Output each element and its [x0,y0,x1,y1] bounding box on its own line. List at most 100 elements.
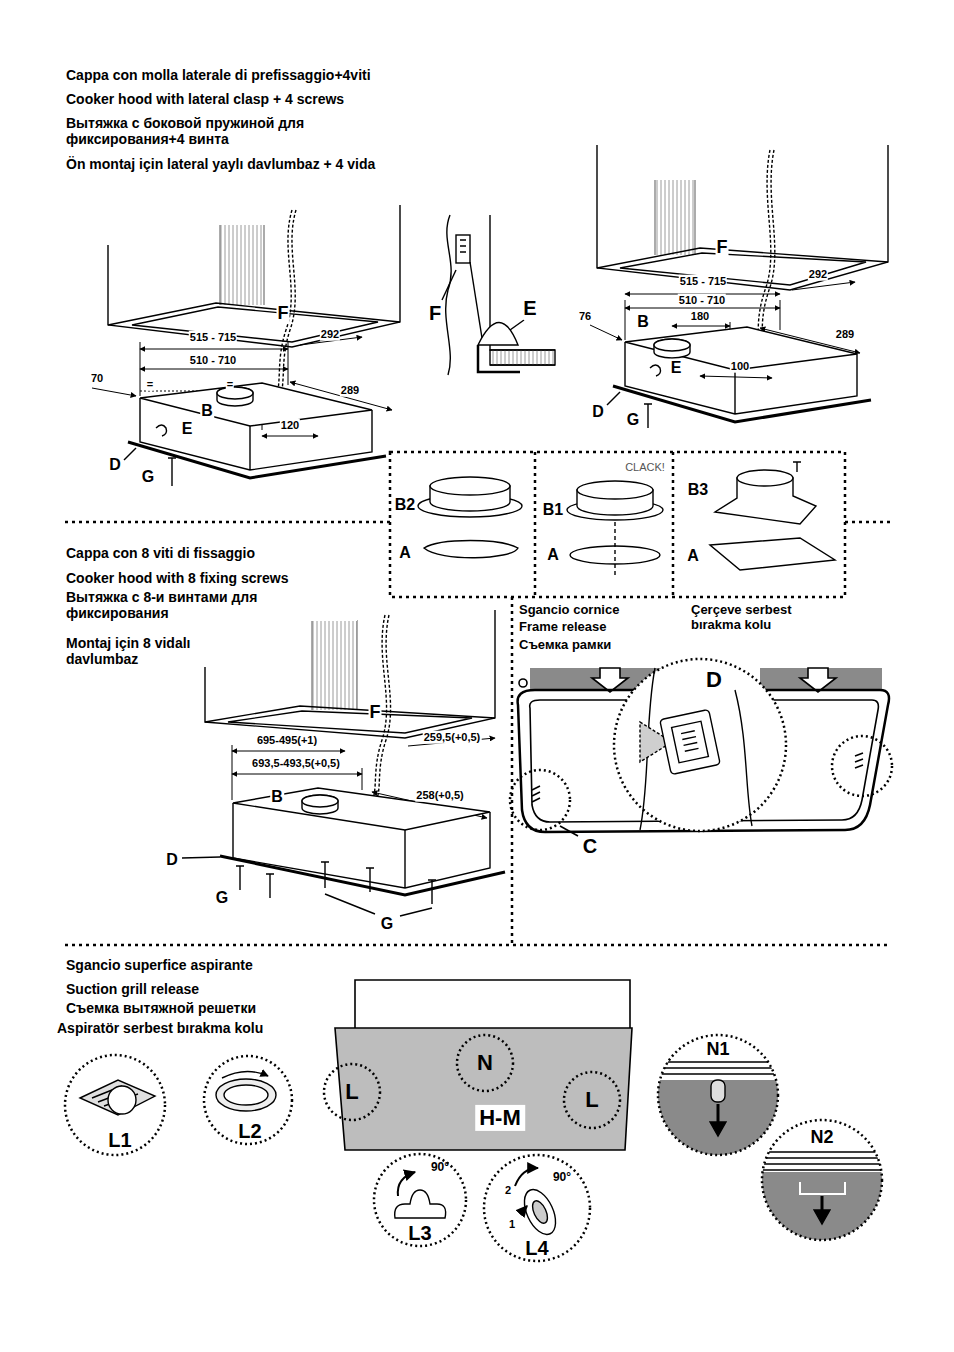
circle-outline [658,1035,778,1155]
section-heading: Suction grill release [65,981,200,997]
frame-latch-detail [660,709,721,774]
hood-right [607,327,871,428]
section-divider [511,597,514,945]
step-number: 2 [504,1184,512,1197]
hood-eight-screws [428,880,436,904]
dimension-lines [590,282,860,378]
dimension: 292 [320,328,340,341]
part-letter: F [369,702,382,723]
cabinet-right [597,145,888,290]
release-screw [650,1062,790,1074]
frame-release [800,668,836,692]
section-heading: Съемка рамки [518,638,612,653]
node-letter: N [477,1051,493,1075]
circle-outline [65,1055,165,1155]
dimension-lines [140,349,288,350]
hood-eight-screws [182,857,220,858]
section-heading: Çerçeve serbest bırakma kolu [690,603,842,633]
dimension-lines [590,325,622,340]
frame-latch-detail [681,731,698,752]
frame-release [592,668,628,692]
grille-tab [80,1080,155,1115]
node-letter: D [706,668,722,692]
hood-eight-screws [366,868,374,892]
part-letter: A [398,544,412,562]
dimension: 70 [90,372,104,385]
release-screw [650,1080,790,1160]
sound-note: CLACK! [624,461,666,474]
hood-left [217,387,253,406]
hood-right [644,404,652,428]
release-clip [398,1172,415,1196]
part-letter: A [686,547,700,565]
release-bracket [755,1152,895,1252]
node-letter: H-M [475,1105,525,1131]
dimension: 695-495(+1) [256,734,318,747]
spigot-b3 [710,538,835,570]
dimension: 120 [280,419,300,432]
cabinet-right [620,253,866,285]
part-letter: E [522,297,537,320]
panel-shape [335,1028,632,1150]
step-number: 1 [508,1218,516,1231]
dimension: 259,5(+0,5) [423,731,482,744]
spigot-b1 [567,481,663,578]
release-bracket [800,1182,845,1194]
hood-eight-screws [233,788,490,830]
part-letter: G [215,889,229,907]
cabinet-right [655,180,695,255]
cabinet-right [597,145,888,342]
hood-eight-screws [302,795,338,807]
section-heading: Aspiratör serbest bırakma kolu [56,1020,264,1036]
spigot-b1 [577,481,653,499]
section-heading: Ön montaj için lateral yaylı davlumbaz +… [65,156,376,172]
release-clip [395,1172,446,1218]
hood-right [650,365,661,376]
circle-outline [612,657,788,833]
node-letter: L1 [108,1129,131,1151]
grille-ring [224,1085,268,1105]
node-letter: L4 [525,1237,548,1259]
frame-release [832,736,892,796]
circle-outline [564,1072,620,1128]
spigot-b2 [424,541,518,558]
section-heading: Sgancio superfice aspirante [65,957,254,973]
cabinet-left [108,205,400,398]
section-heading: Вытяжка с 8-и винтами для фиксирования [65,589,357,621]
release-knob [518,1185,562,1239]
dimension: 292 [808,268,828,281]
spigot-b3 [737,470,793,486]
dimension: 258(+0,5) [415,789,464,802]
node-letter: N1 [706,1040,729,1060]
spigot-b2 [418,477,522,558]
hood-eight-screws [302,795,338,814]
dimension-lines [232,751,345,752]
circle-outline [762,1120,882,1240]
dimension: 510 - 710 [189,354,237,367]
grill-panel: H-MNLL [335,1028,632,1150]
grille-tab [80,1080,155,1115]
release-knob [529,1199,550,1226]
hood-left [168,458,176,486]
dimension-lines [700,376,772,378]
frame-release [519,679,527,687]
release-screw [711,1080,725,1102]
detail-circle: N1 [656,1033,780,1157]
dimension: 515 - 715 [679,275,727,288]
clasp-detail [478,345,520,372]
hood-left [140,398,372,470]
dimension-lines [792,282,855,290]
part-letter: B [270,788,284,806]
circle-outline [374,1154,466,1246]
hood-eight-screws [182,788,505,916]
circle-outline [324,1064,380,1120]
hood-left [124,383,386,486]
part-letter: B2 [394,496,416,514]
section-divider [534,452,537,597]
section-heading: Frame release [518,620,607,635]
clasp-detail [490,350,555,365]
dimension: = [226,378,234,391]
node-letter: L3 [408,1222,431,1244]
frame-release [855,753,863,768]
